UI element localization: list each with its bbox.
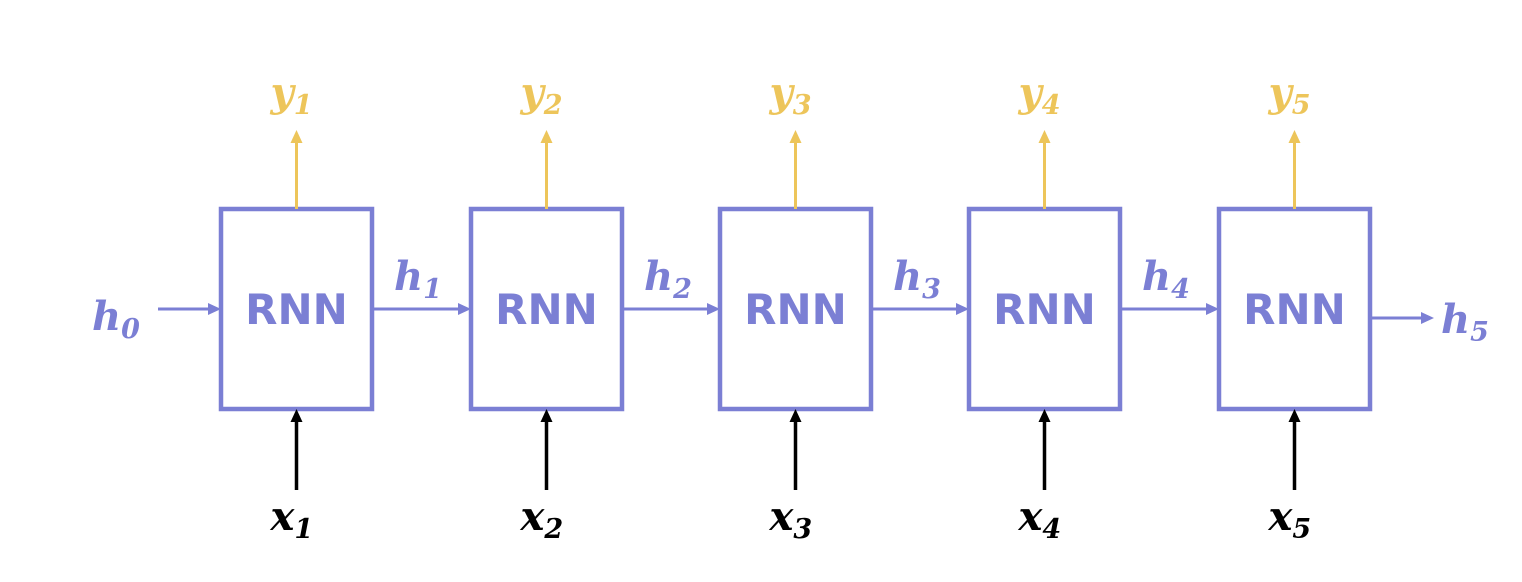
output-label-subscript: 1 [294, 90, 313, 121]
input-arrow-head [540, 409, 553, 422]
input-label-subscript: 5 [1292, 514, 1311, 545]
output-label-symbol: y [1268, 69, 1295, 116]
hidden-state-label-symbol: h [1142, 253, 1171, 300]
output-arrow-head [789, 130, 802, 143]
input-label-subscript: 2 [543, 514, 563, 545]
initial-hidden-label-subscript: 0 [121, 314, 140, 345]
hidden-arrow-head [956, 303, 969, 315]
input-label-subscript: 3 [793, 514, 812, 545]
output-label: y4 [1018, 69, 1061, 121]
rnn-cell-label: RNN [495, 285, 598, 334]
final-hidden-label-symbol: h [1441, 296, 1470, 343]
output-label-subscript: 4 [1042, 90, 1061, 121]
hidden-state-label-subscript: 3 [922, 274, 941, 305]
input-label-symbol: x [1018, 493, 1044, 540]
input-arrow-head [1038, 409, 1051, 422]
final-hidden-label-subscript: 5 [1470, 317, 1489, 348]
hidden-arrow-0-head [208, 303, 221, 315]
hidden-arrow-head [458, 303, 471, 315]
hidden-state-label-subscript: 2 [672, 274, 692, 305]
hidden-state-label-symbol: h [893, 253, 922, 300]
input-label-symbol: x [270, 493, 296, 540]
output-label-symbol: y [270, 69, 297, 116]
output-label: y2 [520, 69, 563, 121]
input-label-subscript: 1 [294, 514, 313, 545]
output-label-subscript: 3 [793, 90, 812, 121]
final-hidden-label: h5 [1441, 296, 1489, 348]
input-label: x2 [520, 493, 564, 545]
input-arrow-head [1288, 409, 1301, 422]
input-label-symbol: x [520, 493, 546, 540]
input-label: x4 [1018, 493, 1062, 545]
input-label: x3 [769, 493, 813, 545]
input-arrow-head [789, 409, 802, 422]
output-arrow-head [540, 130, 553, 143]
hidden-arrow-head [1206, 303, 1219, 315]
output-label-symbol: y [520, 69, 547, 116]
hidden-state-label: h3 [893, 253, 941, 305]
output-label-subscript: 5 [1292, 90, 1311, 121]
hidden-arrow-head [1421, 312, 1434, 324]
rnn-cell-label: RNN [245, 285, 348, 334]
output-label: y1 [270, 69, 313, 121]
output-label-symbol: y [769, 69, 796, 116]
input-label-subscript: 4 [1042, 514, 1061, 545]
input-label-symbol: x [769, 493, 795, 540]
output-label-subscript: 2 [543, 90, 563, 121]
hidden-state-label: h2 [644, 253, 692, 305]
hidden-state-label: h1 [394, 253, 442, 305]
rnn-cell-label: RNN [993, 285, 1096, 334]
input-label: x5 [1268, 493, 1312, 545]
input-label: x1 [270, 493, 314, 545]
output-label-symbol: y [1018, 69, 1045, 116]
output-arrow-head [290, 130, 303, 143]
hidden-arrow-head [707, 303, 720, 315]
hidden-state-label-symbol: h [394, 253, 423, 300]
input-label-symbol: x [1268, 493, 1294, 540]
initial-hidden-label: h0 [92, 293, 140, 345]
output-arrow-head [1038, 130, 1051, 143]
output-label: y3 [769, 69, 812, 121]
hidden-state-label-symbol: h [644, 253, 673, 300]
input-arrow-head [290, 409, 303, 422]
hidden-state-label-subscript: 1 [423, 274, 442, 305]
rnn-cell-label: RNN [744, 285, 847, 334]
output-arrow-head [1288, 130, 1301, 143]
initial-hidden-label-symbol: h [92, 293, 121, 340]
output-label: y5 [1268, 69, 1311, 121]
hidden-state-label-subscript: 4 [1171, 274, 1190, 305]
hidden-state-label: h4 [1142, 253, 1190, 305]
rnn-cell-label: RNN [1243, 285, 1346, 334]
